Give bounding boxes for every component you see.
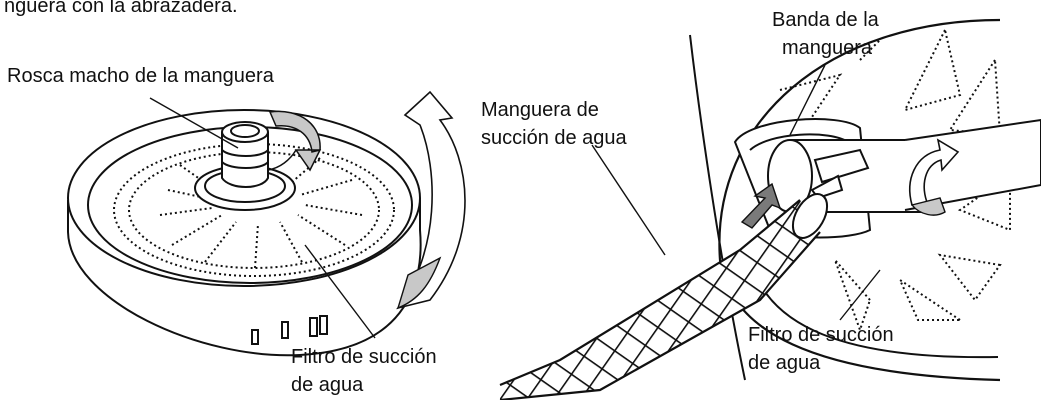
label-hose-male-thread: Rosca macho de la manguera: [7, 64, 274, 88]
label-suction-hose-line1: Manguera de: [481, 98, 599, 122]
label-suction-hose-line2: succión de agua: [481, 126, 627, 150]
leader-hose: [592, 145, 665, 255]
left-filter-illustration: [68, 98, 421, 355]
label-hose-band-line1: Banda de la: [772, 8, 879, 32]
label-filter-right-line2: de agua: [748, 351, 820, 375]
label-filter-left-line1: Filtro de succión: [291, 345, 437, 369]
label-filter-right-line1: Filtro de succión: [748, 323, 894, 347]
leader-filter-right: [840, 270, 880, 320]
header-partial-text: nguera con la abrazadera.: [4, 0, 238, 18]
label-filter-left-line2: de agua: [291, 373, 363, 397]
label-hose-band-line2: manguera: [782, 36, 872, 60]
